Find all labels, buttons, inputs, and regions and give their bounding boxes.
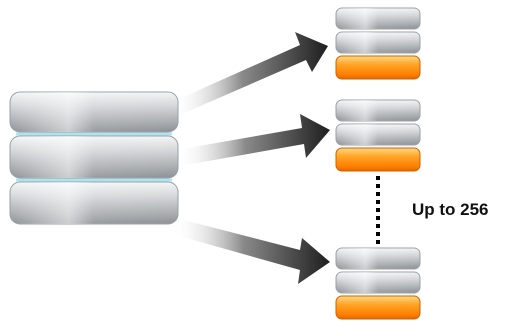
- database-icon: [335, 247, 421, 320]
- source-database: [9, 91, 179, 225]
- database-icon: [9, 91, 179, 225]
- target-database-1: [335, 7, 421, 80]
- arrow-icon: [172, 218, 330, 284]
- database-icon: [335, 99, 421, 172]
- target-database-2: [335, 99, 421, 172]
- count-label: Up to 256: [412, 200, 489, 219]
- database-icon: [335, 7, 421, 80]
- target-database-3: [335, 247, 421, 320]
- arrow-to-target-1: [172, 32, 328, 114]
- arrow-to-target-2: [176, 114, 330, 166]
- arrow-to-target-3: [172, 218, 330, 284]
- arrow-icon: [172, 32, 328, 114]
- arrow-icon: [176, 114, 330, 166]
